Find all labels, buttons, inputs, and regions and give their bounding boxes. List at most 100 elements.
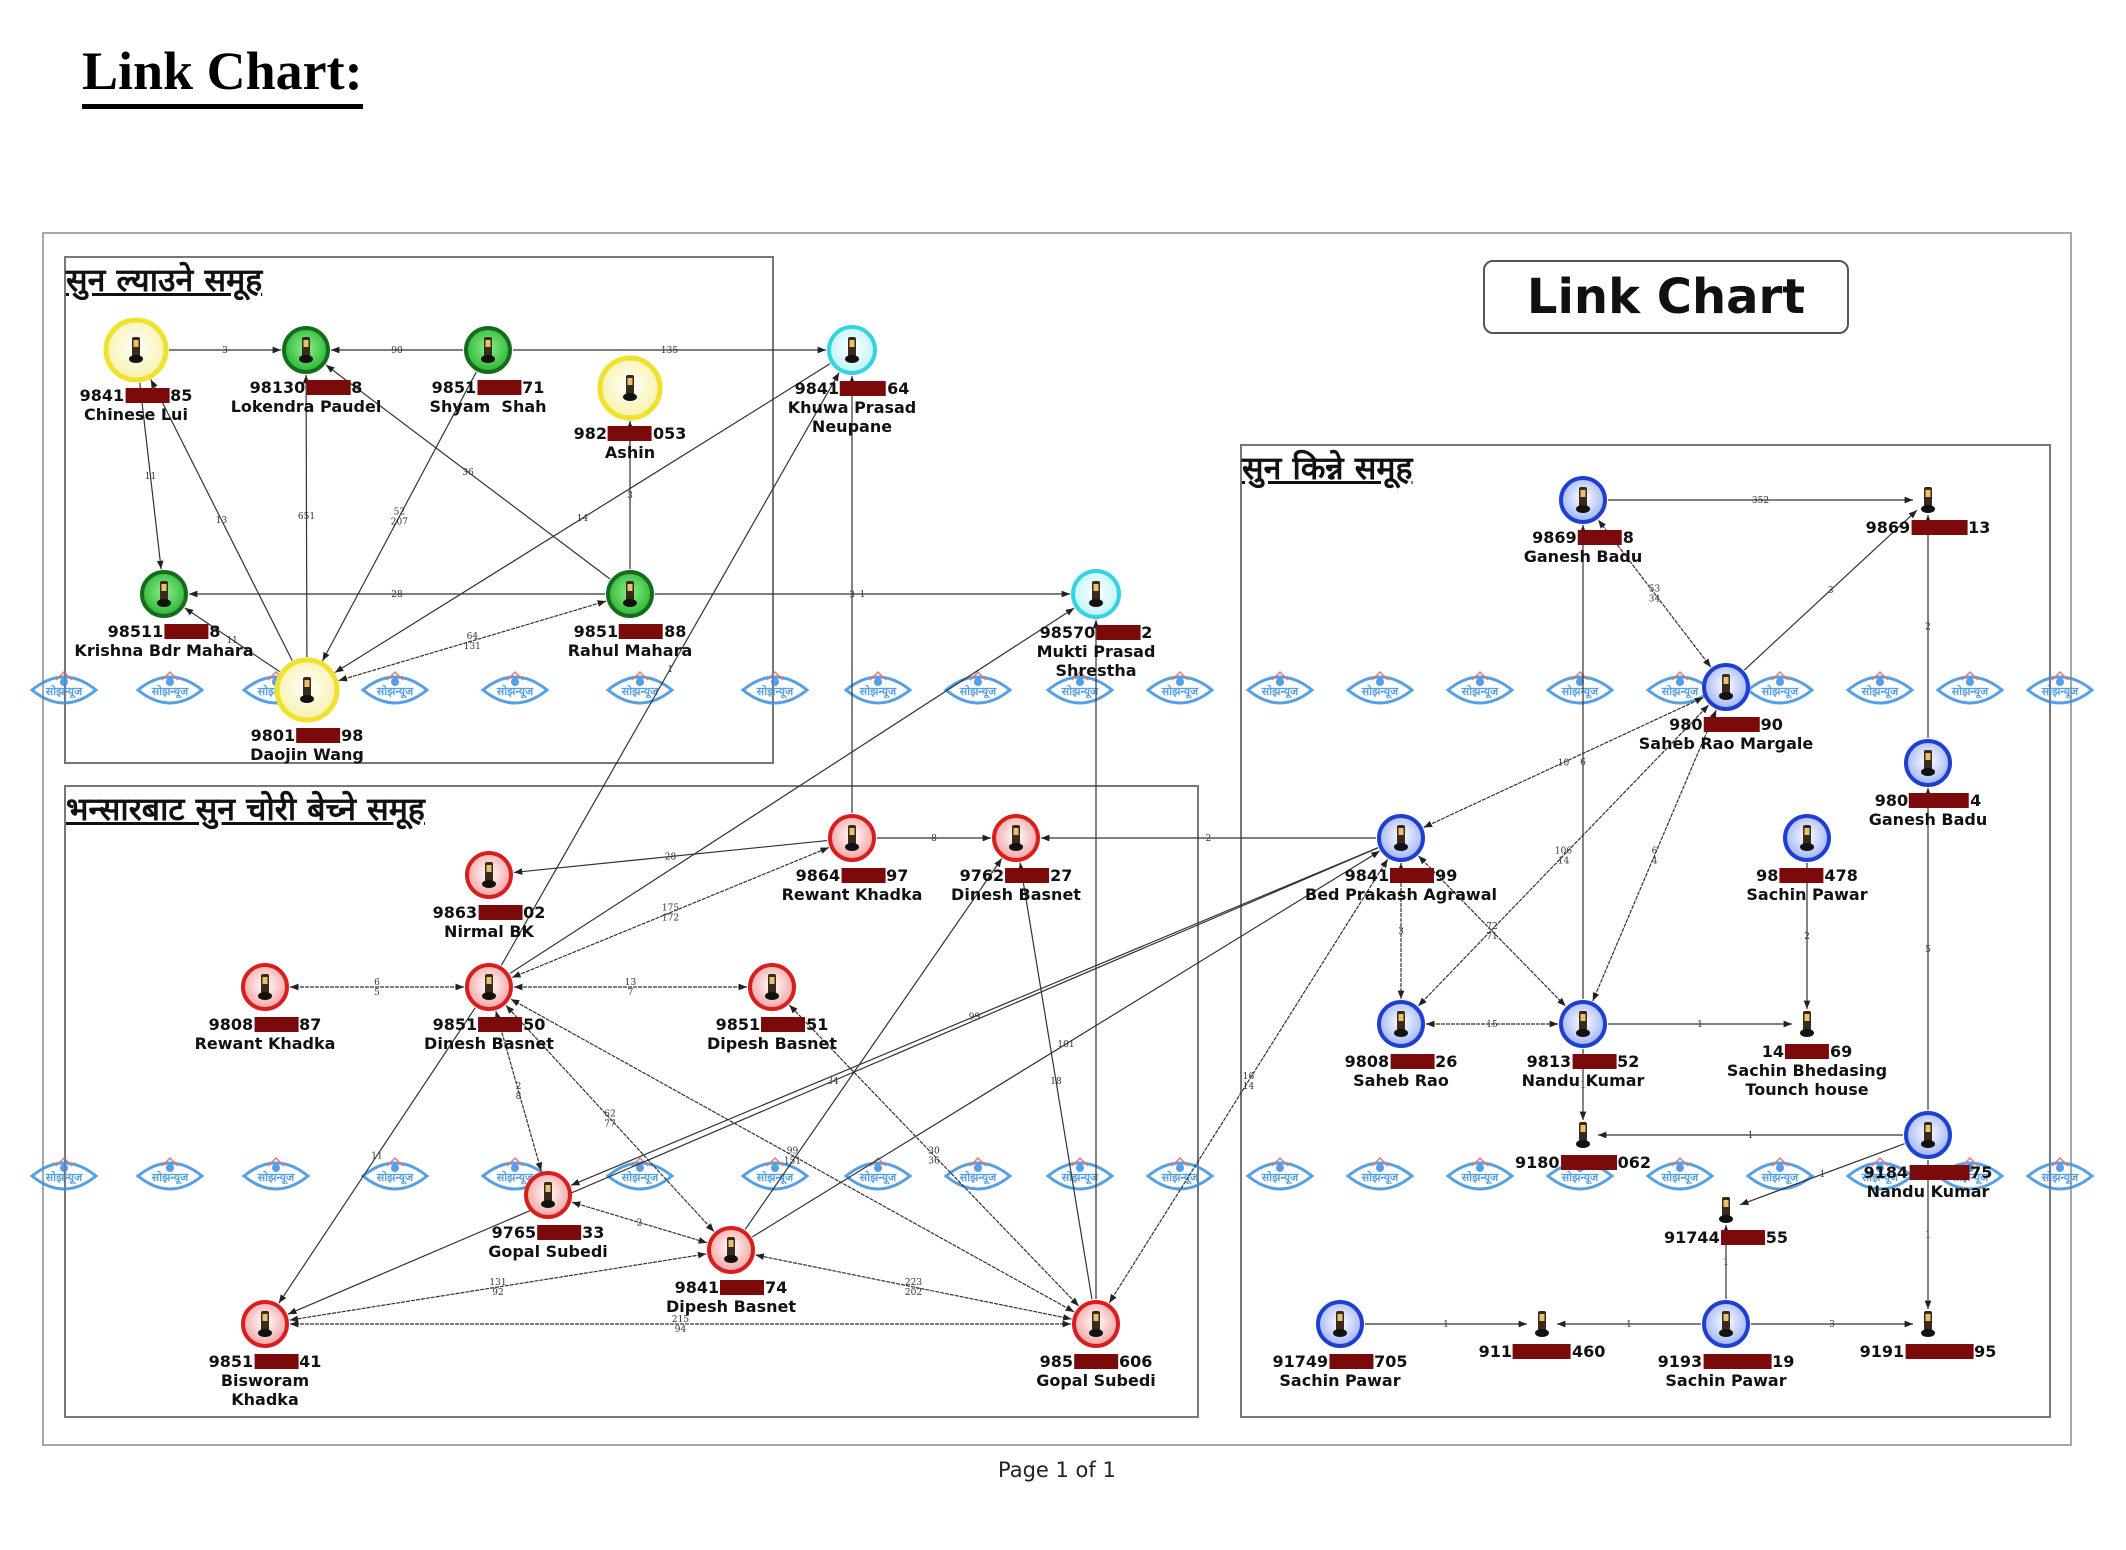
phone-prefix: 9851	[715, 1015, 761, 1034]
watermark-eye-icon: सोझन्यूज	[2025, 1156, 2095, 1191]
edge-label: 8	[931, 834, 937, 844]
node-dipesh-9851[interactable]	[748, 963, 796, 1011]
phone-icon	[1576, 1011, 1590, 1037]
node-n-9191[interactable]	[1921, 1311, 1935, 1337]
node-nandu-9184[interactable]	[1904, 1111, 1952, 1159]
node-dinesh-9851[interactable]	[465, 963, 513, 1011]
node-ganesh-980[interactable]	[1904, 739, 1952, 787]
node-gopal-9765[interactable]	[524, 1171, 572, 1219]
node-khuwa[interactable]	[827, 325, 877, 375]
node-sachin-91749[interactable]	[1316, 1300, 1364, 1348]
svg-text:सोझन्यूज: सोझन्यूज	[45, 684, 83, 699]
node-n-91744[interactable]	[1719, 1197, 1733, 1223]
node-krishna[interactable]	[140, 570, 188, 618]
svg-text:सोझन्यूज: सोझन्यूज	[959, 1170, 997, 1185]
node-sachin-98[interactable]	[1783, 814, 1831, 862]
node-sachin-bhedasing[interactable]	[1800, 1011, 1814, 1037]
node-bisworam[interactable]	[241, 1300, 289, 1348]
edge-label: 1	[1697, 1020, 1703, 1030]
node-dipesh-9841[interactable]	[707, 1226, 755, 1274]
edge-label: 11	[226, 636, 237, 646]
node-saheb-margale[interactable]	[1702, 663, 1750, 711]
svg-text:सोझन्यूज: सोझन्यूज	[959, 684, 997, 699]
phone-suffix: 41	[299, 1352, 322, 1371]
node-rewant-9808[interactable]	[241, 963, 289, 1011]
node-rewant-9864[interactable]	[828, 814, 876, 862]
phone-suffix: 13	[1968, 518, 1991, 537]
person-name: Sachin Pawar	[1279, 1371, 1401, 1390]
node-rahul[interactable]	[606, 570, 654, 618]
node-lokendra[interactable]	[282, 326, 330, 374]
phone-suffix: 8	[351, 378, 363, 397]
edge-label: 36	[462, 468, 474, 478]
node-shyam[interactable]	[464, 326, 512, 374]
phone-prefix: 9184	[1863, 1163, 1909, 1182]
node-n-9180[interactable]	[1576, 1122, 1590, 1148]
redaction-bar	[478, 1017, 523, 1032]
svg-text:सोझन्यूज: सोझन्यूज	[2041, 1170, 2079, 1185]
node-gopal-985[interactable]	[1072, 1300, 1120, 1348]
phone-prefix: 98511	[107, 622, 164, 641]
edge: 1	[1608, 1020, 1792, 1030]
phone-icon	[1089, 581, 1103, 607]
node-ganesh-9869[interactable]	[1559, 476, 1607, 524]
node-ashin[interactable]	[597, 355, 663, 421]
node-sachin-9193[interactable]	[1702, 1300, 1750, 1348]
node-n-911[interactable]	[1535, 1311, 1549, 1337]
edge-label: 11	[371, 1152, 382, 1162]
phone-suffix: 52	[1617, 1052, 1640, 1071]
edge-label: 13	[216, 516, 228, 526]
phone-icon	[1535, 1311, 1549, 1337]
svg-text:सोझन्यूज: सोझन्यूज	[1361, 684, 1399, 699]
redaction-bar	[720, 1280, 765, 1295]
phone-prefix: 9808	[208, 1015, 254, 1034]
node-mukti[interactable]	[1071, 569, 1121, 619]
redaction-bar	[619, 624, 664, 639]
redaction-bar	[125, 388, 170, 403]
redaction-bar	[254, 1017, 299, 1032]
edge: 36	[325, 364, 611, 580]
node-chinese-lui[interactable]	[103, 317, 169, 383]
person-name: Saheb Rao	[1353, 1071, 1449, 1090]
edge-label: 5	[1925, 945, 1931, 955]
edge-label: 34	[1649, 595, 1661, 605]
node-dinesh-9762[interactable]	[992, 814, 1040, 862]
edge-label: 64	[467, 632, 479, 642]
svg-text:सोझन्यूज: सोझन्यूज	[1951, 684, 1989, 699]
node-nirmal[interactable]	[465, 851, 513, 899]
edge: 90	[331, 346, 463, 356]
node-saheb-rao[interactable]	[1377, 1000, 1425, 1048]
redaction-bar	[1390, 1054, 1435, 1069]
group-title-customs-thieves: भन्सारबाट सुन चोरी बेच्ने समूह	[66, 790, 425, 828]
node-daojin[interactable]	[274, 657, 340, 723]
person-name: Ganesh Badu	[1868, 810, 1988, 829]
node-n-9869-13[interactable]	[1921, 487, 1935, 513]
node-bed-prakash[interactable]	[1377, 814, 1425, 862]
node-nandu-9813[interactable]	[1559, 1000, 1607, 1048]
person-name: Krishna Bdr Mahara	[74, 641, 254, 660]
